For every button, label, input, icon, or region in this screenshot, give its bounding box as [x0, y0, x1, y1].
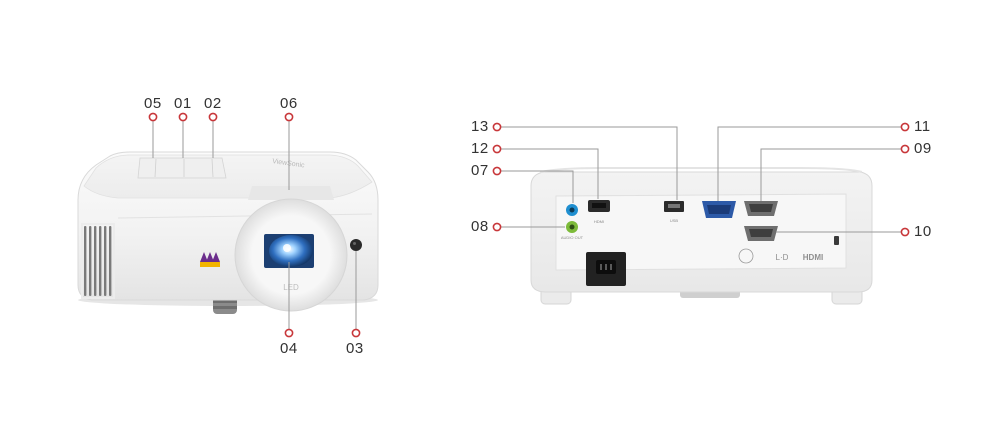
rear-projector: AUDIO OUT HDMI USB L·D HDMI — [530, 167, 873, 305]
callout-marker-07 — [492, 166, 502, 176]
callout-01: 01 — [174, 95, 192, 112]
side-vents — [84, 226, 112, 296]
svg-text:AUDIO OUT: AUDIO OUT — [561, 235, 584, 240]
led-logo: L·D — [776, 253, 789, 262]
cert-icon — [738, 248, 754, 264]
callout-05: 05 — [144, 95, 162, 112]
callout-marker-10 — [900, 227, 910, 237]
lens-icon — [269, 235, 313, 267]
callout-04: 04 — [280, 340, 298, 357]
callout-06: 06 — [280, 95, 298, 112]
svg-text:USB: USB — [670, 218, 679, 223]
callout-10: 10 — [914, 223, 932, 240]
callout-markers — [148, 112, 910, 338]
callout-marker-02 — [208, 112, 218, 122]
callout-marker-06 — [284, 112, 294, 122]
svg-text:HDMI: HDMI — [594, 219, 604, 224]
callout-marker-03 — [351, 328, 361, 338]
callout-03: 03 — [346, 340, 364, 357]
callout-marker-13 — [492, 122, 502, 132]
callout-11: 11 — [914, 118, 931, 135]
callout-marker-12 — [492, 144, 502, 154]
lens-ring-mark: LED — [283, 283, 299, 292]
callout-12: 12 — [471, 140, 489, 157]
callout-marker-01 — [178, 112, 188, 122]
callout-marker-11 — [900, 122, 910, 132]
callout-08: 08 — [471, 218, 489, 235]
callout-marker-04 — [284, 328, 294, 338]
callout-marker-05 — [148, 112, 158, 122]
callout-07: 07 — [471, 162, 489, 179]
brand-logo — [200, 252, 220, 267]
callout-marker-09 — [900, 144, 910, 154]
callout-marker-08 — [492, 222, 502, 232]
callout-09: 09 — [914, 140, 932, 157]
focus-area — [248, 186, 334, 200]
ir-sensor-icon — [350, 239, 362, 251]
callout-02: 02 — [204, 95, 222, 112]
control-panel — [137, 157, 227, 179]
front-projector: ViewSonic LED — [77, 151, 379, 314]
callout-graphics — [152, 121, 901, 329]
callout-13: 13 — [471, 118, 489, 135]
security-lock-slot — [834, 236, 839, 245]
hdmi-logo: HDMI — [803, 253, 823, 262]
